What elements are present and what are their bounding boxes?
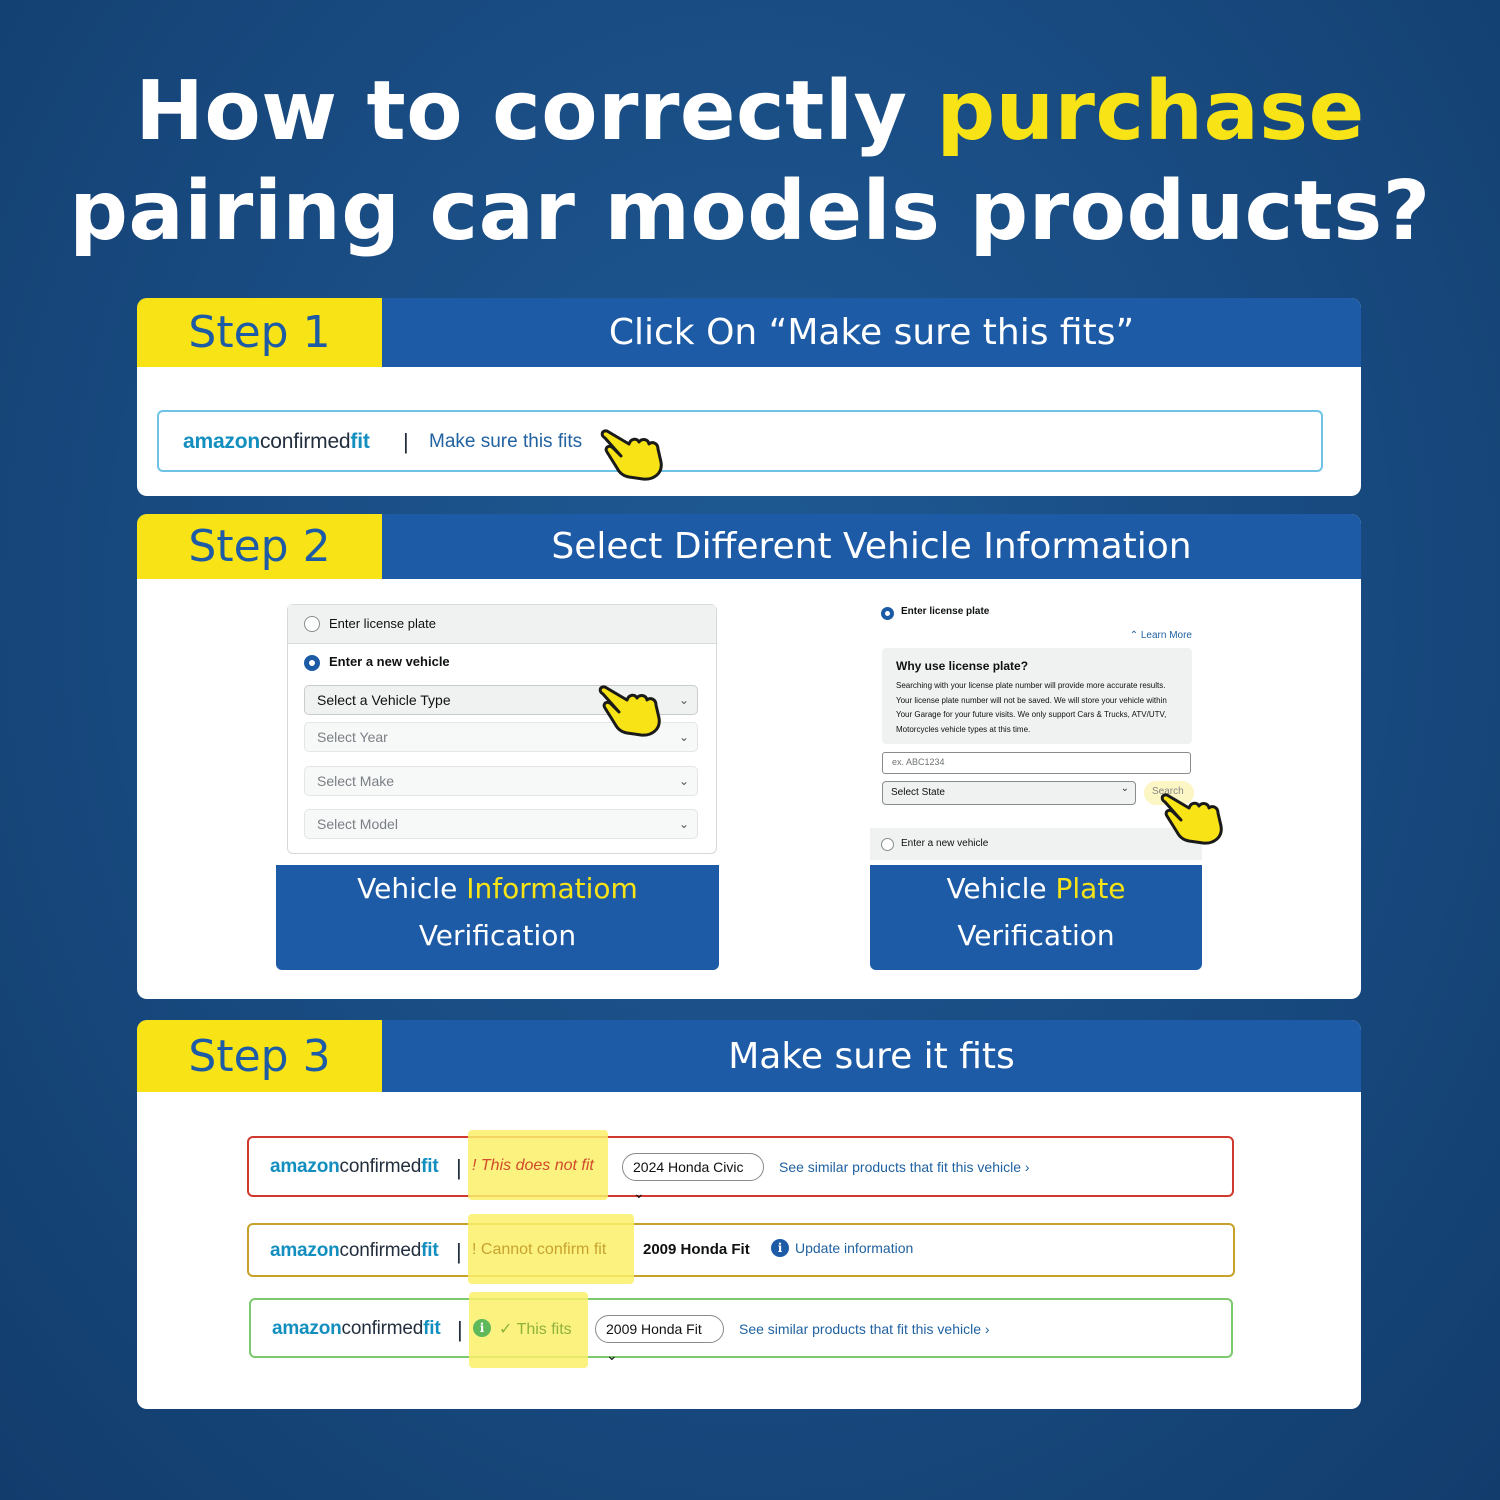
pointing-hand-icon [1160, 793, 1223, 845]
vehicle-select[interactable]: 2009 Honda Fit ⌄ [595, 1315, 724, 1363]
vehicle-name: 2009 Honda Fit [643, 1241, 750, 1258]
fit-row-fits: amazonconfirmedfit | i ✓ This fits 2009 … [249, 1292, 1233, 1368]
new-vehicle-radio[interactable] [304, 655, 320, 671]
chevron-down-icon: ⌄ [678, 730, 689, 744]
status-highlight [468, 1130, 608, 1200]
license-plate-form: Enter license plate ⌃ Learn More Why use… [870, 604, 1202, 866]
separator: | [403, 429, 409, 454]
headline-line1: How to correctly [135, 64, 937, 159]
status-text: ! This does not fit [472, 1157, 594, 1174]
fit-row-cannot-confirm: amazonconfirmedfit | ! Cannot confirm fi… [247, 1214, 1235, 1284]
license-plate-radio[interactable] [881, 607, 894, 620]
step3-card: Step 3 Make sure it fits amazonconfirmed… [137, 1020, 1361, 1409]
status-text: ✓ This fits [499, 1321, 572, 1338]
plate-input[interactable]: ex. ABC1234 [882, 752, 1191, 774]
chevron-down-icon: ⌄ [606, 1347, 618, 1363]
model-select[interactable]: Select Model⌄ [304, 809, 698, 839]
make-sure-this-fits-link[interactable]: Make sure this fits [429, 431, 583, 452]
fit-row-not-fit: amazonconfirmedfit | ! This does not fit… [247, 1130, 1234, 1201]
new-vehicle-label: Enter a new vehicle [329, 654, 450, 669]
vehicle-select[interactable]: 2024 Honda Civic ⌄ [622, 1153, 764, 1201]
step2-title: Select Different Vehicle Information [551, 526, 1192, 567]
see-similar-link[interactable]: See similar products that fit this vehic… [739, 1321, 990, 1337]
new-vehicle-radio[interactable] [881, 838, 894, 851]
step2-header: Step 2 Select Different Vehicle Informat… [137, 514, 1361, 579]
headline-line2: pairing car models products? [69, 164, 1431, 259]
headline-highlight: purchase [936, 64, 1365, 159]
separator: | [456, 1239, 462, 1264]
new-vehicle-label: Enter a new vehicle [901, 838, 989, 849]
license-plate-radio[interactable] [304, 616, 320, 632]
chevron-down-icon: ⌄ [633, 1185, 645, 1201]
headline: How to correctly purchase pairing car mo… [0, 62, 1500, 262]
vehicle-info-caption: Vehicle Informatiom Verification [276, 865, 719, 970]
amazon-confirmed-fit-logo: amazonconfirmedfit [270, 1156, 439, 1177]
license-plate-option-row[interactable]: Enter license plate [288, 605, 716, 644]
step1-header: Step 1 Click On “Make sure this fits” [137, 298, 1361, 367]
state-select[interactable]: Select State ⌄ [882, 781, 1136, 805]
status-text: ! Cannot confirm fit [472, 1241, 607, 1258]
amazon-confirmed-fit-logo: amazonconfirmedfit [183, 430, 370, 453]
info-icon: i [473, 1319, 491, 1337]
step3-tag: Step 3 [137, 1020, 382, 1092]
step2-card: Step 2 Select Different Vehicle Informat… [137, 514, 1361, 999]
amazon-confirmed-fit-logo: amazonconfirmedfit [272, 1318, 441, 1339]
info-icon: i [771, 1239, 789, 1257]
pointing-hand-icon [598, 685, 661, 737]
chevron-down-icon: ⌄ [1120, 783, 1129, 794]
make-select[interactable]: Select Make⌄ [304, 766, 698, 796]
step1-title: Click On “Make sure this fits” [608, 312, 1135, 353]
amazon-confirmed-fit-logo: amazonconfirmedfit [270, 1240, 439, 1261]
status-highlight [468, 1214, 634, 1284]
separator: | [456, 1155, 462, 1180]
pointing-hand-icon [600, 429, 663, 481]
why-text: Searching with your license plate number… [896, 681, 1167, 734]
step1-card: Step 1 Click On “Make sure this fits” am… [137, 298, 1361, 496]
license-plate-label: Enter license plate [329, 616, 436, 631]
new-vehicle-option-row[interactable]: Enter a new vehicle [870, 828, 1202, 860]
license-plate-label: Enter license plate [901, 606, 990, 617]
step1-tag: Step 1 [137, 298, 382, 367]
see-similar-link[interactable]: See similar products that fit this vehic… [779, 1159, 1030, 1175]
why-title: Why use license plate? [896, 659, 1029, 673]
step3-title: Make sure it fits [728, 1035, 1015, 1077]
separator: | [457, 1317, 463, 1342]
vehicle-plate-caption: Vehicle Plate Verification [870, 865, 1202, 970]
step2-tag: Step 2 [137, 514, 382, 579]
chevron-down-icon: ⌄ [678, 774, 689, 788]
chevron-down-icon: ⌄ [678, 693, 689, 707]
vehicle-info-form: Enter license plate Enter a new vehicle … [287, 604, 717, 854]
step3-header: Step 3 Make sure it fits [137, 1020, 1361, 1092]
learn-more-link[interactable]: ⌃ Learn More [1129, 630, 1192, 641]
chevron-down-icon: ⌄ [678, 817, 689, 831]
make-sure-fits-bar[interactable]: amazonconfirmedfit | Make sure this fits [157, 410, 1323, 472]
update-information-link[interactable]: Update information [795, 1240, 914, 1256]
why-license-plate-box: Why use license plate? Searching with yo… [882, 648, 1192, 744]
